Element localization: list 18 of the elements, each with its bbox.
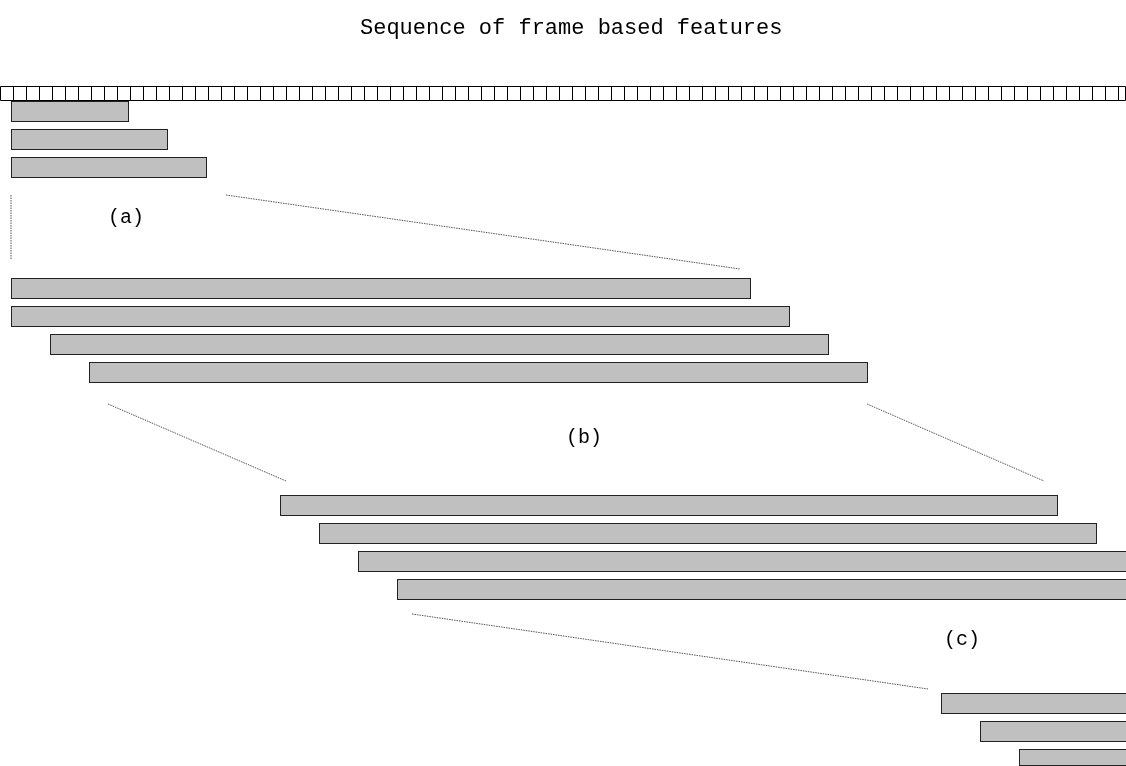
feature-bar [941,693,1126,714]
feature-bar [11,306,790,327]
feature-bar [11,101,129,122]
feature-bar [397,579,1126,600]
feature-bar [11,157,207,178]
feature-bar [358,551,1126,572]
feature-bar [319,523,1097,544]
feature-bar [280,495,1058,516]
feature-bar [89,362,868,383]
panel-label: (c) [944,628,980,651]
feature-bar [11,278,751,299]
feature-bar [50,334,829,355]
feature-bar [1019,749,1126,766]
diagram-title: Sequence of frame based features [360,16,783,41]
feature-bar [11,129,168,150]
feature-bar [980,721,1126,742]
panel-label: (a) [108,206,144,229]
panel-label: (b) [566,426,602,449]
